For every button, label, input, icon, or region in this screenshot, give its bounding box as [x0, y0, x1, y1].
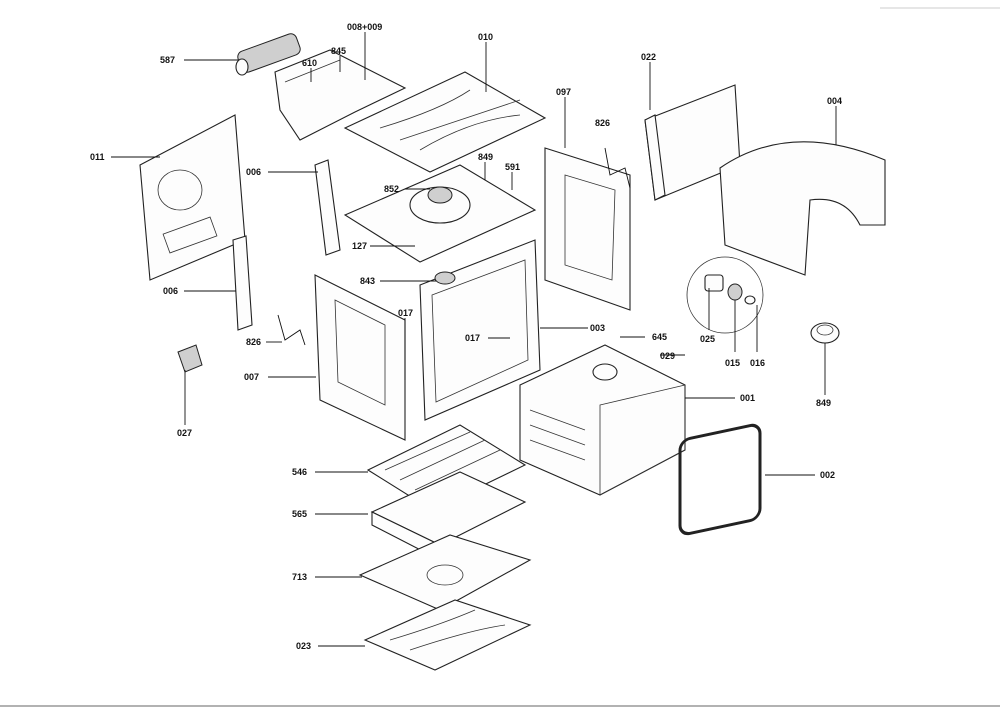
- callout-003: 003: [590, 323, 605, 333]
- callout-022: 022: [641, 52, 656, 62]
- callout-001: 001: [740, 393, 755, 403]
- part-097-right-side-panel: [544, 147, 631, 311]
- callout-029: 029: [660, 351, 675, 361]
- callout-645: 645: [652, 332, 667, 342]
- callout-002: 002: [820, 470, 835, 480]
- part-843-seal-ring: [434, 271, 456, 285]
- part-849-ring: [810, 322, 840, 344]
- part-002-door-seal: [678, 423, 762, 536]
- part-004-insulation-wrap: [719, 141, 886, 276]
- part-826-lower-wire: [277, 314, 306, 346]
- callout-006-lower: 006: [163, 286, 178, 296]
- callout-097: 097: [556, 87, 571, 97]
- part-light-assembly-detail: [686, 256, 764, 334]
- part-023-bottom-cover: [363, 599, 532, 671]
- callout-843: 843: [360, 276, 375, 286]
- callout-713: 713: [292, 572, 307, 582]
- callout-027: 027: [177, 428, 192, 438]
- part-007-left-side-panel: [314, 274, 406, 441]
- callout-010: 010: [478, 32, 493, 42]
- callout-826-upper: 826: [595, 118, 610, 128]
- part-011-back-panel: [139, 114, 246, 281]
- callout-849-lower: 849: [816, 398, 831, 408]
- callout-565: 565: [292, 509, 307, 519]
- callout-004: 004: [827, 96, 842, 106]
- part-849-fan-plate: [343, 164, 537, 263]
- part-027-clip: [177, 344, 203, 373]
- callout-852: 852: [384, 184, 399, 194]
- callout-006-upper: 006: [246, 167, 261, 177]
- callout-017-upper: 017: [398, 308, 413, 318]
- part-001-oven-cavity: [519, 344, 686, 496]
- callout-015: 015: [725, 358, 740, 368]
- callout-labels: 587 008+009 845 610 010 022 004 097 826 …: [90, 22, 842, 651]
- callout-008-009: 008+009: [347, 22, 382, 32]
- callout-017-lower: 017: [465, 333, 480, 343]
- callout-587: 587: [160, 55, 175, 65]
- callout-591: 591: [505, 162, 520, 172]
- part-587-fan-motor: [235, 33, 301, 76]
- callout-016: 016: [750, 358, 765, 368]
- callout-845: 845: [331, 46, 346, 56]
- part-003-front-frame: [419, 239, 541, 421]
- part-010-top-cover: [343, 71, 547, 173]
- leader-lines: [111, 32, 837, 647]
- part-006-upper-bracket: [314, 159, 341, 256]
- callout-023: 023: [296, 641, 311, 651]
- part-022-insulation: [644, 84, 741, 201]
- part-713-bottom-frame: [358, 534, 532, 611]
- callout-849-upper: 849: [478, 152, 493, 162]
- part-006-lower-bracket: [232, 235, 253, 331]
- callout-127: 127: [352, 241, 367, 251]
- callout-610: 610: [302, 58, 317, 68]
- part-546-element-grid: [366, 424, 527, 511]
- callout-011: 011: [90, 152, 105, 162]
- callout-546: 546: [292, 467, 307, 477]
- callout-826-lower: 826: [246, 337, 261, 347]
- part-008-009-top-bracket: [274, 49, 407, 141]
- callout-025: 025: [700, 334, 715, 344]
- callout-007: 007: [244, 372, 259, 382]
- part-826-upper-wire: [604, 147, 631, 189]
